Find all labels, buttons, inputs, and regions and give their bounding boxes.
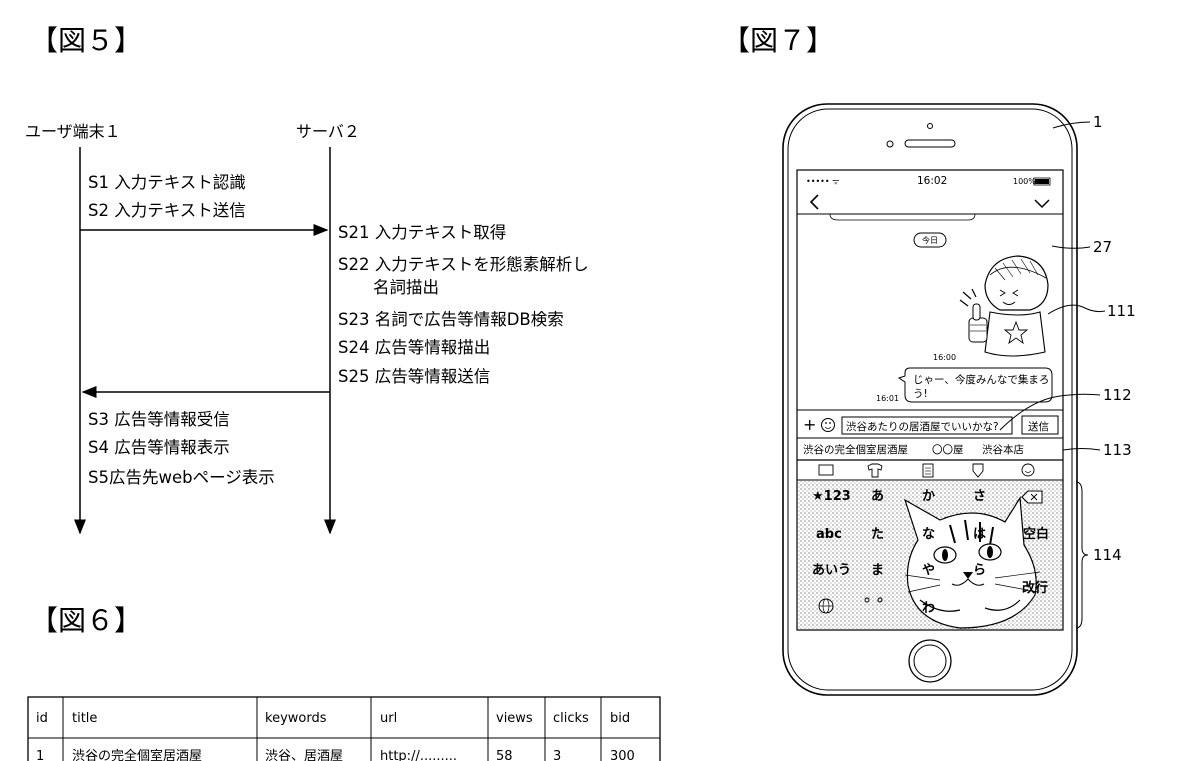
dots-icon[interactable]: [864, 597, 870, 603]
step-s4: S4 広告等情報表示: [88, 438, 230, 457]
key-ra[interactable]: ら: [973, 563, 986, 578]
suggestion-1[interactable]: 渋谷の完全個室居酒屋: [803, 443, 908, 456]
key-ka[interactable]: か: [922, 489, 935, 504]
col-url: url: [380, 711, 397, 726]
key-a[interactable]: あ: [871, 489, 884, 504]
ref-111: 111: [1107, 302, 1136, 320]
fig6-title: 【図６】: [30, 604, 142, 637]
tablet-icon[interactable]: [818, 464, 834, 476]
step-s5: S5広告先webページ表示: [88, 468, 275, 487]
key-ha[interactable]: は: [973, 527, 986, 542]
ref-114: 114: [1093, 546, 1122, 564]
key-ma[interactable]: ま: [871, 563, 884, 578]
plus-icon[interactable]: +: [803, 415, 816, 434]
message-input[interactable]: [841, 416, 1013, 435]
send-label: 送信: [1028, 420, 1049, 433]
message-bubble: [897, 367, 1053, 403]
key-symbols[interactable]: ★123: [812, 489, 851, 504]
key-space[interactable]: 空白: [1023, 526, 1049, 542]
step-s22: S22 入力テキストを形態素解析し: [338, 255, 589, 274]
cell-id: 1: [36, 749, 44, 761]
suggestion-3[interactable]: 渋谷本店: [982, 443, 1024, 456]
col-title: title: [72, 711, 97, 726]
key-enter[interactable]: 改行: [1022, 580, 1048, 596]
smiley-icon[interactable]: [1021, 463, 1035, 477]
today-badge: [913, 232, 947, 248]
chevron-left-icon[interactable]: [809, 194, 819, 210]
fig5-sequence-diagram: 【図５】 ユーザ端末１ サーバ２ S1 入力テキスト認識 S2 入力テキスト送信…: [25, 24, 589, 535]
status-time: 16:02: [917, 175, 947, 187]
key-wa[interactable]: わ: [922, 601, 935, 616]
server-label: サーバ２: [296, 122, 360, 141]
cell-views: 58: [496, 749, 513, 761]
earpiece-icon: [904, 139, 956, 148]
key-na[interactable]: な: [922, 527, 935, 542]
battery-percent: 100%: [1013, 177, 1036, 186]
carrier-signal: ••••• ᯤ: [806, 177, 839, 186]
emoji-icon[interactable]: [821, 418, 835, 432]
ref-1: 1: [1093, 113, 1103, 131]
key-kana[interactable]: あいう: [812, 563, 851, 578]
step-s24: S24 広告等情報描出: [338, 338, 490, 357]
cell-bid: 300: [610, 749, 635, 761]
col-id: id: [36, 711, 48, 726]
send-button[interactable]: [1021, 415, 1059, 435]
suggestion-2[interactable]: 〇〇屋: [932, 444, 964, 456]
message-input-text: 渋谷あたりの居酒屋でいいかな?: [846, 420, 999, 433]
step-s25: S25 広告等情報送信: [338, 367, 490, 386]
step-s21: S21 入力テキスト取得: [338, 223, 506, 242]
fig5-title: 【図５】: [30, 24, 142, 57]
user-terminal-label: ユーザ端末１: [25, 122, 121, 141]
message-line-1: じゃー、今度みんなで集まろ: [913, 373, 1049, 386]
ref-112: 112: [1103, 386, 1132, 404]
key-sa[interactable]: さ: [973, 489, 986, 504]
keyboard-bracket: [1075, 481, 1089, 629]
front-camera-icon: [886, 140, 894, 148]
sticker-time: 16:00: [933, 353, 956, 362]
cell-title: 渋谷の完全個室居酒屋: [72, 748, 202, 761]
key-ya[interactable]: や: [922, 563, 935, 578]
col-clicks: clicks: [553, 711, 589, 726]
cell-url: http://.........: [380, 749, 457, 761]
shield-icon[interactable]: [972, 463, 984, 478]
ref-27: 27: [1093, 238, 1112, 256]
message-line-2: う!: [913, 388, 928, 400]
step-s3: S3 広告等情報受信: [88, 410, 230, 429]
fig7-title: 【図７】: [722, 24, 834, 57]
key-abc[interactable]: abc: [816, 527, 842, 542]
col-views: views: [496, 711, 533, 726]
step-s22-cont: 名詞描出: [373, 278, 439, 297]
col-bid: bid: [610, 711, 630, 726]
key-ta[interactable]: た: [871, 527, 884, 542]
fig6-table: 【図６】 id title keywords url views clicks …: [27, 604, 661, 761]
ref-113: 113: [1103, 441, 1132, 459]
col-keywords: keywords: [265, 711, 327, 726]
step-s1: S1 入力テキスト認識: [88, 173, 246, 192]
document-icon[interactable]: [922, 463, 934, 478]
chevron-down-icon[interactable]: [1034, 199, 1050, 209]
step-s23: S23 名詞で広告等情報DB検索: [338, 310, 564, 329]
battery-icon: [1033, 177, 1051, 186]
sensor-icon: [927, 123, 933, 129]
fig7-phone-drawing: 【図７】 ••••• ᯤ 16:02 100% 今日: [722, 24, 1136, 696]
cell-keywords: 渋谷、居酒屋: [265, 749, 343, 761]
cell-clicks: 3: [553, 749, 561, 761]
sticker-thumbs-up-boy: [959, 255, 1049, 357]
step-s2: S2 入力テキスト送信: [88, 201, 246, 220]
home-button[interactable]: [908, 639, 952, 683]
message-time: 16:01: [876, 394, 899, 403]
cat-background-image: [903, 496, 1041, 629]
today-label: 今日: [922, 235, 938, 245]
shirt-icon[interactable]: [867, 463, 883, 478]
